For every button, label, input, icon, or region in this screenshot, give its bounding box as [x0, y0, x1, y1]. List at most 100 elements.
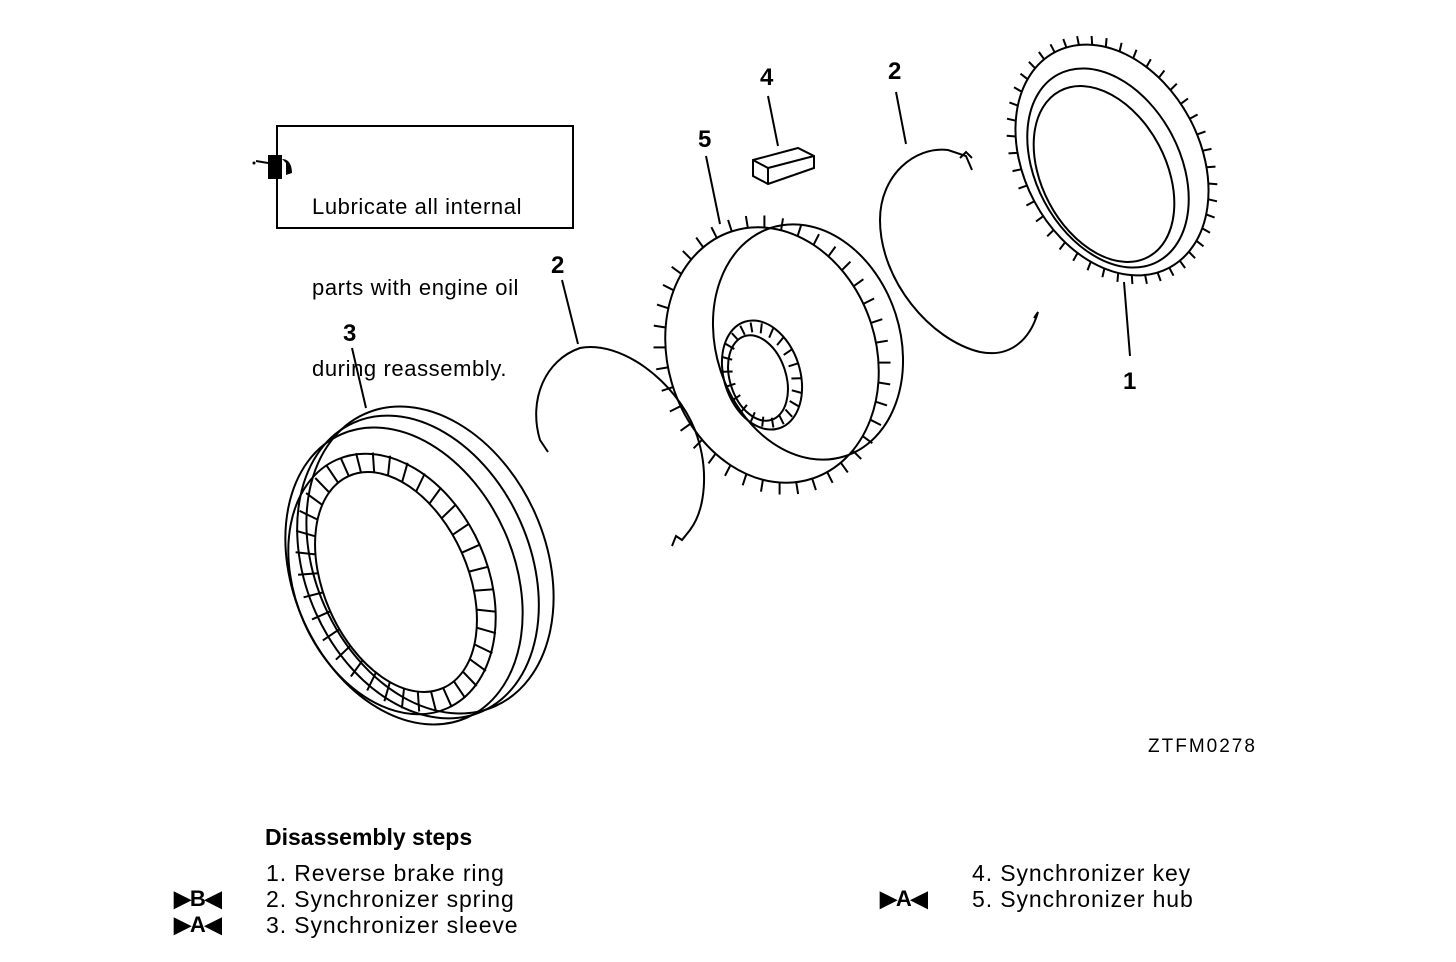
step-4: 4. Synchronizer key — [972, 860, 1192, 886]
gear-tooth — [335, 645, 351, 661]
gear-tooth — [452, 522, 470, 536]
gear-tooth — [1144, 274, 1148, 285]
gear-tooth — [1118, 42, 1123, 52]
gear-tooth — [739, 404, 748, 414]
gear-tooth — [1009, 101, 1019, 107]
note-line-1: Lubricate all internal — [312, 194, 523, 219]
gear-tooth — [761, 416, 765, 427]
gear-tooth — [416, 691, 421, 712]
gear-tooth — [741, 473, 748, 486]
gear-tooth — [400, 688, 405, 709]
gear-tooth — [722, 356, 733, 361]
gear-tooth — [1019, 72, 1029, 80]
gear-tooth — [791, 389, 802, 394]
gear-tooth — [1076, 35, 1080, 46]
gear-tooth — [710, 226, 718, 239]
gear-tooth — [656, 366, 669, 371]
gear-tooth — [661, 386, 674, 392]
gear-tooth — [707, 453, 717, 464]
gear-tooth — [776, 336, 785, 346]
gear-tooth — [1012, 168, 1022, 173]
gear-tooth — [826, 471, 834, 484]
gear-tooth — [731, 332, 740, 342]
gear-tooth — [401, 462, 409, 483]
gear-tooth — [739, 325, 746, 336]
gear-tooth — [1104, 38, 1108, 48]
steps-title: Disassembly steps — [265, 824, 473, 850]
gear-tooth — [812, 233, 820, 246]
gear-tooth — [724, 464, 732, 477]
gear-tooth — [415, 473, 426, 492]
gear-tooth — [811, 478, 817, 491]
gear-tooth — [1035, 215, 1044, 223]
step-2-mark: ▶B◀ — [174, 886, 222, 911]
callout-2-right: 2 — [888, 58, 902, 85]
gear-tooth — [1202, 147, 1212, 152]
gear-tooth — [366, 672, 377, 691]
callout-3: 3 — [343, 320, 357, 347]
gear-tooth — [476, 608, 497, 613]
note-line-2: parts with engine oil — [312, 275, 520, 300]
gear-tooth — [441, 503, 457, 519]
gear-tooth — [1168, 267, 1175, 277]
gear-tooth — [461, 543, 481, 554]
gear-tooth — [669, 405, 682, 413]
gear-tooth — [662, 284, 675, 292]
synchronizer-sleeve — [284, 405, 555, 726]
gear-tooth — [656, 303, 669, 310]
gear-tooth — [1180, 97, 1189, 105]
gear-tooth — [1132, 49, 1138, 59]
gear-tooth — [789, 400, 799, 407]
gear-tooth — [878, 381, 891, 386]
gear-tooth — [653, 324, 666, 329]
gear-tooth — [1018, 184, 1028, 190]
gear-tooth — [839, 462, 849, 473]
gear-tooth — [692, 439, 703, 450]
callout-5: 5 — [698, 126, 712, 153]
gear-tooth — [768, 328, 775, 339]
gear-tooth — [476, 626, 497, 635]
gear-tooth — [1195, 240, 1205, 248]
gear-tooth — [1206, 165, 1216, 169]
gear-tooth — [1049, 43, 1056, 53]
gear-tooth — [339, 457, 350, 477]
gear-tooth — [350, 659, 364, 678]
gear-tooth — [1116, 272, 1120, 282]
gear-tooth — [1006, 134, 1016, 138]
oil-can-icon — [252, 155, 292, 179]
gear-tooth — [862, 297, 875, 305]
step-3-mark: ▶A◀ — [174, 912, 222, 937]
gear-tooth — [1208, 182, 1218, 186]
synchronizer-key — [752, 146, 815, 186]
gear-tooth — [875, 339, 888, 344]
gear-tooth — [788, 362, 799, 368]
lubrication-note: Lubricate all internal parts with engine… — [252, 125, 574, 381]
gear-tooth — [371, 452, 376, 473]
gear-tooth — [682, 250, 693, 261]
gear-tooth — [1196, 130, 1206, 136]
gear-tooth — [1086, 261, 1092, 271]
gear-tooth — [1178, 260, 1186, 269]
gear-tooth — [695, 237, 705, 248]
gear-tooth — [1169, 82, 1178, 91]
gear-tooth — [869, 418, 882, 426]
step-3: 3. Synchronizer sleeve — [266, 912, 519, 938]
gear-tooth — [1072, 252, 1079, 262]
callout-1: 1 — [1123, 368, 1137, 395]
gear-tooth — [311, 610, 331, 621]
gear-tooth — [1207, 198, 1218, 203]
gear-tooth — [387, 455, 392, 476]
gear-tooth — [841, 260, 852, 271]
gear-tooth — [1188, 251, 1196, 259]
gear-tooth — [1013, 86, 1023, 93]
gear-tooth — [298, 572, 319, 576]
gear-tooth — [1046, 229, 1055, 238]
gear-tooth — [355, 452, 362, 473]
synchronizer-spring-right — [878, 148, 1039, 355]
gear-tooth — [1028, 61, 1036, 69]
gear-tooth — [303, 591, 324, 599]
gear-tooth — [1008, 151, 1018, 155]
gear-tooth — [727, 219, 733, 232]
gear-tooth — [1189, 113, 1199, 120]
